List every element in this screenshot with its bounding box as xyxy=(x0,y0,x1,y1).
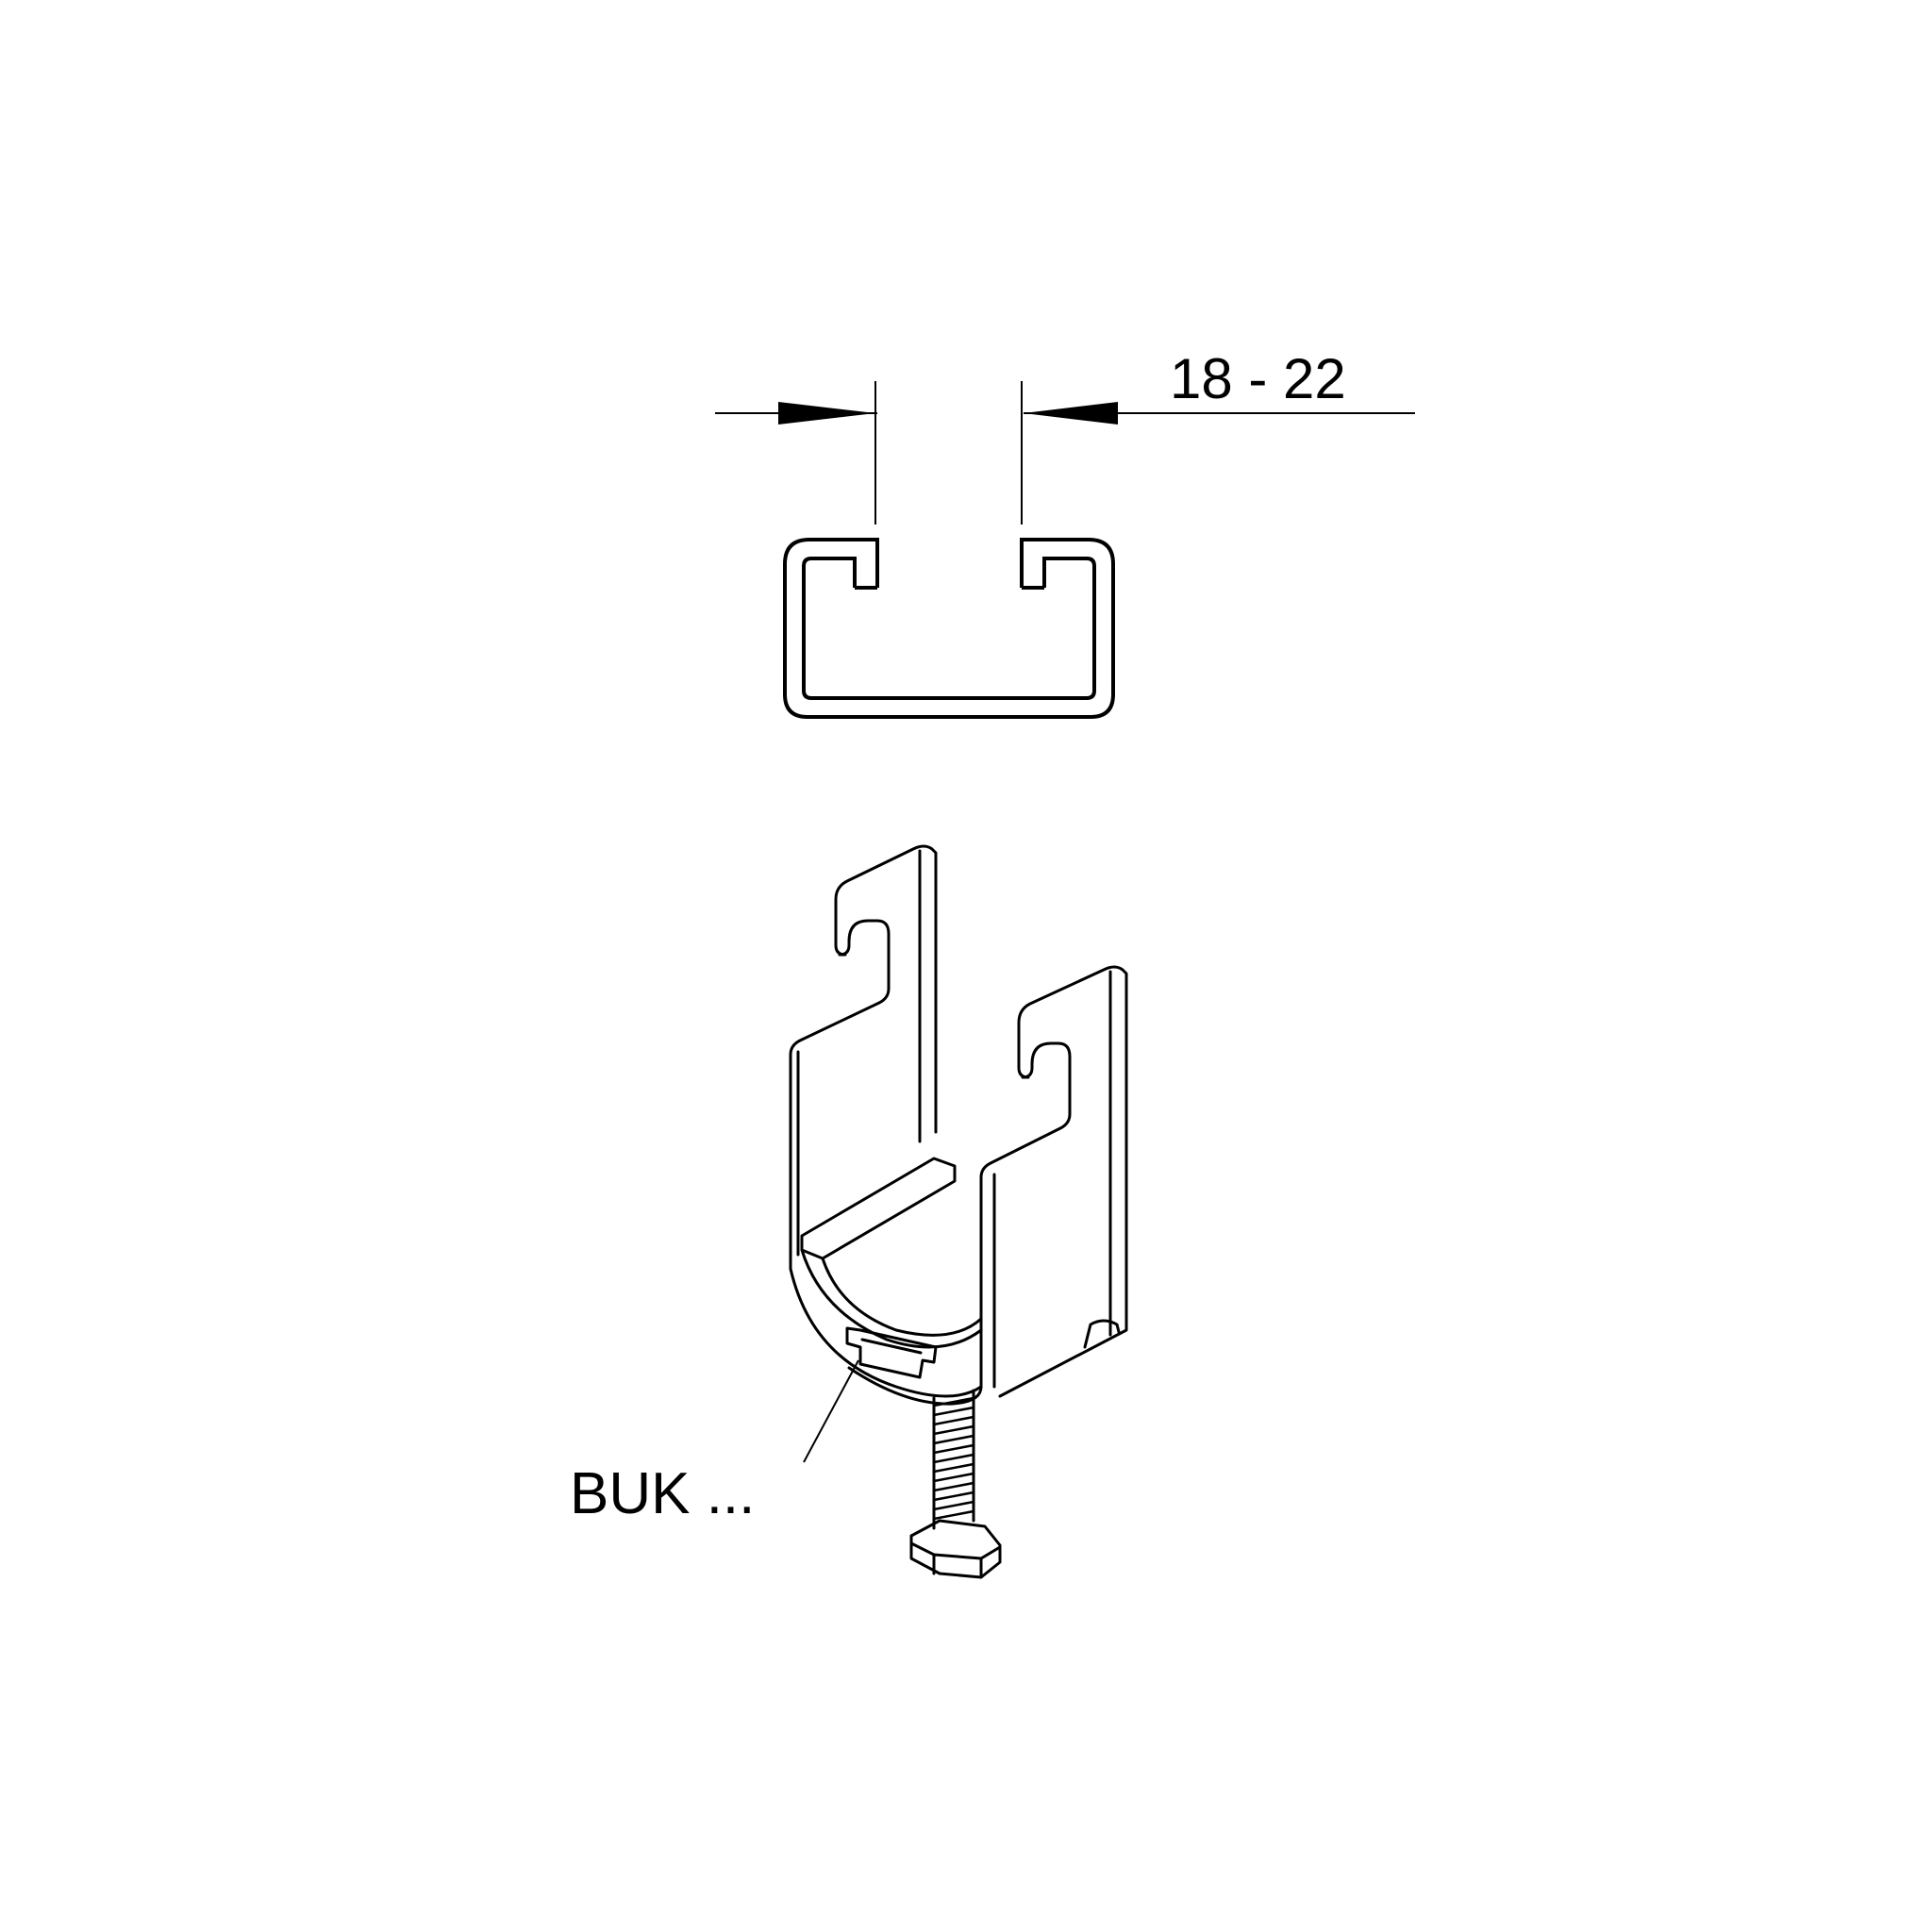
clamp-right-plate xyxy=(979,965,1128,1398)
clamp-saddle-top xyxy=(800,1157,957,1260)
clamp-saddle-body xyxy=(789,1267,983,1398)
clamp-saddle-curve xyxy=(800,1248,983,1349)
channel-outline-outer xyxy=(783,538,1115,719)
cable-clamp-icon xyxy=(789,844,1128,1579)
dimension-arrow-left xyxy=(778,402,875,425)
dimension-arrow-right xyxy=(1024,402,1118,425)
channel-outline-inner xyxy=(802,557,1096,700)
clamp-right-foot xyxy=(1083,1319,1121,1349)
dimension-label: 18 - 22 xyxy=(1170,347,1346,410)
clamp-screw-threads xyxy=(932,1396,975,1521)
channel-profile-icon xyxy=(783,538,1115,719)
clamp-saddle-curve-inner xyxy=(821,1257,983,1337)
clamp-hex-nut-face xyxy=(909,1541,1002,1579)
part-label: BUK ... xyxy=(570,1461,755,1526)
clamp-hex-nut xyxy=(909,1519,1002,1579)
part-label-leader xyxy=(803,1359,859,1463)
clamp-base-underside xyxy=(847,1366,983,1406)
clamp-left-plate xyxy=(789,844,938,1271)
clamp-nut-pocket xyxy=(845,1326,938,1379)
clamp-nut-pocket-inner xyxy=(860,1338,923,1355)
